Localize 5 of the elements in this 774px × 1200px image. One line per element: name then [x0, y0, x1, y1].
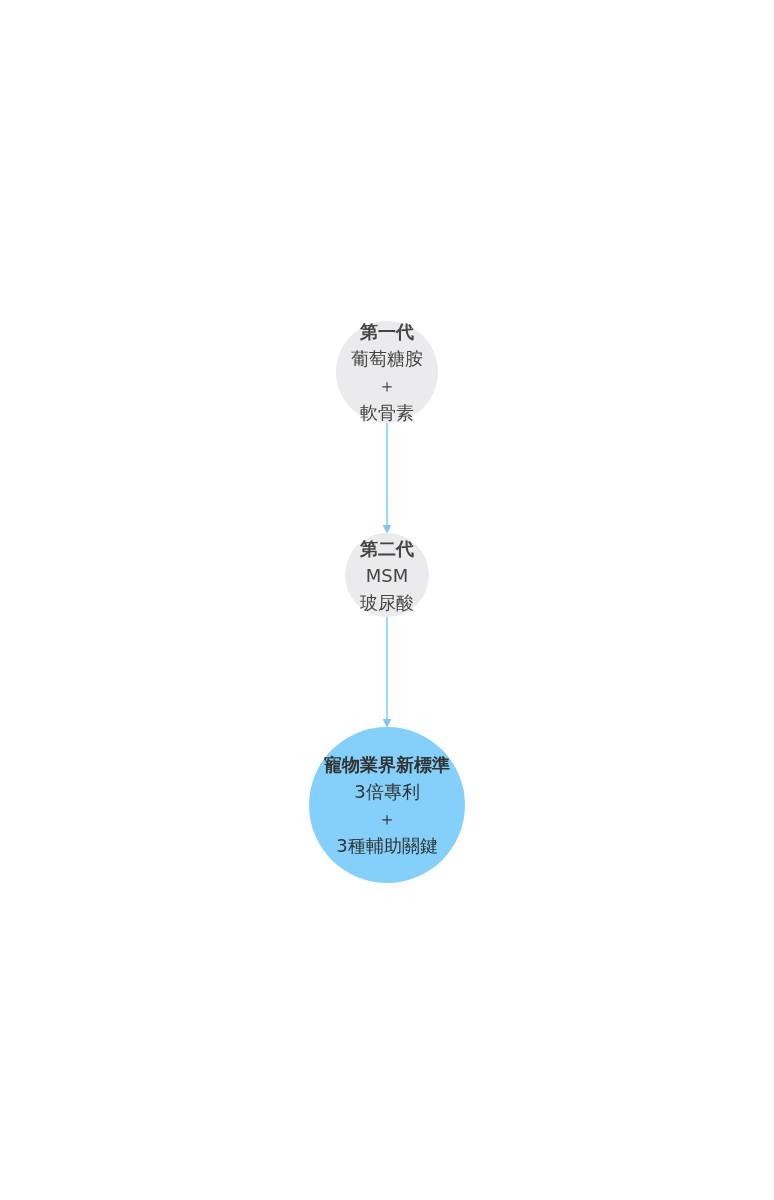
node-circle: 第一代 葡萄糖胺 ＋ 軟骨素 [336, 320, 438, 423]
arrow [382, 615, 392, 727]
node-circle: 寵物業界新標準 3倍專利 ＋ 3種輔助關鍵 [309, 726, 465, 883]
node-circle: 第二代 MSM 玻尿酸 [345, 532, 429, 617]
arrow [382, 421, 392, 533]
